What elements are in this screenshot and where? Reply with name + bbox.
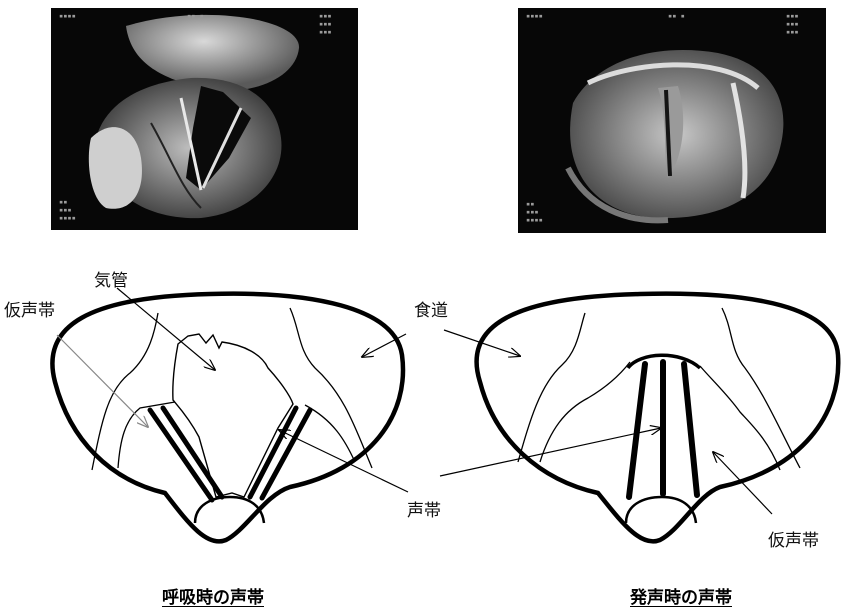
diagram-phonation xyxy=(477,294,839,542)
hud-overlay-top-center: ▪▪ ▪ xyxy=(187,12,204,20)
inner-fold-right xyxy=(722,308,800,468)
hud-overlay-top-right: ▪▪▪▪▪▪▪▪▪ xyxy=(319,12,332,36)
caption-phonation: 発声時の声帯 xyxy=(630,583,732,608)
false-vocal-fold-right-edge xyxy=(305,405,355,462)
hud-overlay-bottom-left: ▪▪▪▪▪▪▪▪▪ xyxy=(526,200,543,224)
label-false-vocal-cord-right: 仮声帯 xyxy=(768,526,819,551)
arrow-esophagus-right xyxy=(444,330,520,356)
arrow-false-vocal-cord-right xyxy=(713,452,772,514)
label-vocal-cord: 声帯 xyxy=(407,496,441,521)
arrow-false-vocal-cord-left xyxy=(57,335,148,427)
inner-fold-left xyxy=(518,313,585,462)
endoscope-image-phonation xyxy=(518,8,826,233)
cartilage-left xyxy=(195,497,264,523)
hud-overlay-top-right: ▪▪▪▪▪▪▪▪▪ xyxy=(786,12,799,36)
label-false-vocal-cord-left: 仮声帯 xyxy=(4,296,55,321)
arrow-trachea xyxy=(117,288,215,370)
diagram-breathing xyxy=(52,294,403,542)
vocal-cord-left-outer xyxy=(150,410,212,500)
vocal-cord-left xyxy=(629,364,645,497)
inner-fold-right xyxy=(290,308,372,468)
caption-breathing: 呼吸時の声帯 xyxy=(162,583,264,608)
hud-overlay-bottom-left: ▪▪▪▪▪▪▪▪▪ xyxy=(59,198,76,222)
label-trachea: 気管 xyxy=(94,266,128,291)
endoscope-photo-phonation: ▪▪▪▪ ▪▪ ▪ ▪▪▪▪▪▪▪▪▪ ▪▪▪▪▪▪▪▪▪ xyxy=(518,8,826,233)
inner-fold-left xyxy=(92,313,158,470)
vocal-cord-right xyxy=(684,364,697,495)
endoscope-image-breathing xyxy=(51,8,358,230)
hud-overlay-top-left: ▪▪▪▪ xyxy=(526,12,543,20)
label-esophagus: 食道 xyxy=(414,296,448,321)
larynx-outline-right xyxy=(477,294,839,542)
false-vocal-fold-left-edge xyxy=(540,362,630,462)
hud-overlay-top-left: ▪▪▪▪ xyxy=(59,12,76,20)
endoscope-photo-breathing: ▪▪▪▪ ▪▪ ▪ ▪▪▪▪▪▪▪▪▪ ▪▪▪▪▪▪▪▪▪ xyxy=(51,8,358,230)
false-vocal-fold-right-edge xyxy=(700,366,780,470)
hud-overlay-top-center: ▪▪ ▪ xyxy=(668,12,685,20)
vocal-cord-left-inner xyxy=(163,408,222,497)
